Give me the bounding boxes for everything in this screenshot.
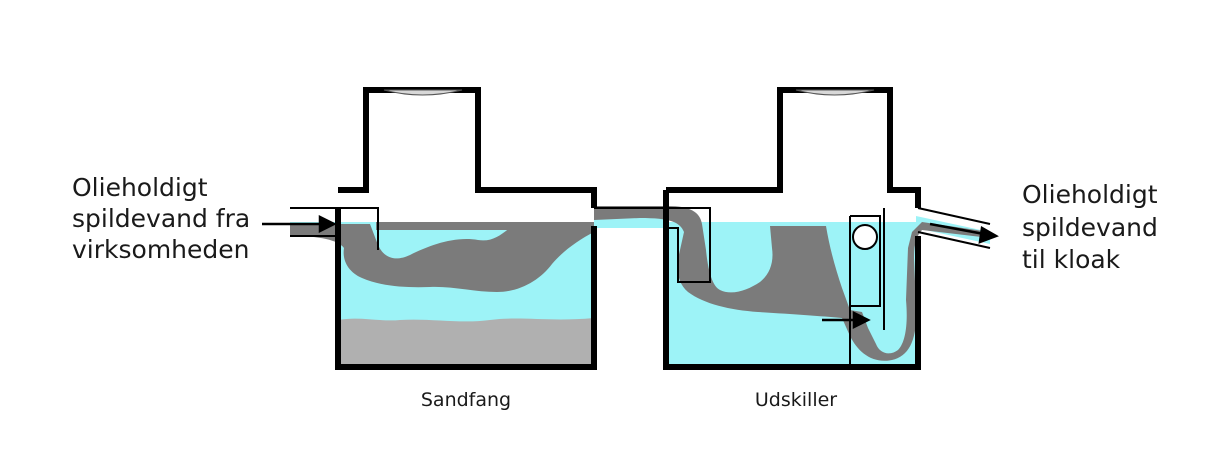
inlet-label-line-2: spildevand fra <box>72 204 250 233</box>
float-valve <box>852 224 878 250</box>
sandfang-label: Sandfang <box>421 389 511 411</box>
connecting-pipe <box>594 207 711 283</box>
sandfang-manhole-cover <box>383 89 463 96</box>
outlet-pipe <box>917 207 991 249</box>
udskiller-manhole-cover <box>795 89 875 96</box>
inlet-label-line-3: virksomheden <box>72 235 250 264</box>
outlet-label-line-3: til kloak <box>1022 245 1121 274</box>
inlet-pipe <box>290 207 379 250</box>
sandfang-outline <box>335 87 597 370</box>
sandfang-oil-plume <box>290 224 594 292</box>
baffle-arrow-head <box>852 310 871 330</box>
udskiller-tank <box>594 206 990 367</box>
flow-arrows <box>262 214 999 330</box>
tank-walls <box>290 87 991 370</box>
outlet-arrow <box>929 222 985 236</box>
inlet-label-line-1: Olieholdigt <box>72 173 208 202</box>
udskiller-label: Udskiller <box>755 389 837 411</box>
sandfang-oil-surface <box>376 222 594 230</box>
sand-deposit <box>338 318 594 367</box>
inlet-arrow-head <box>318 214 337 234</box>
outlet-label-line-1: Olieholdigt <box>1022 180 1158 209</box>
udskiller-oil-plume <box>594 206 990 361</box>
udskiller-outline <box>663 87 921 370</box>
outlet-label-line-2: spildevand <box>1022 213 1158 242</box>
outlet-arrow-head <box>978 226 999 244</box>
outlet-baffle <box>849 208 885 367</box>
sandfang-tank <box>290 222 594 367</box>
